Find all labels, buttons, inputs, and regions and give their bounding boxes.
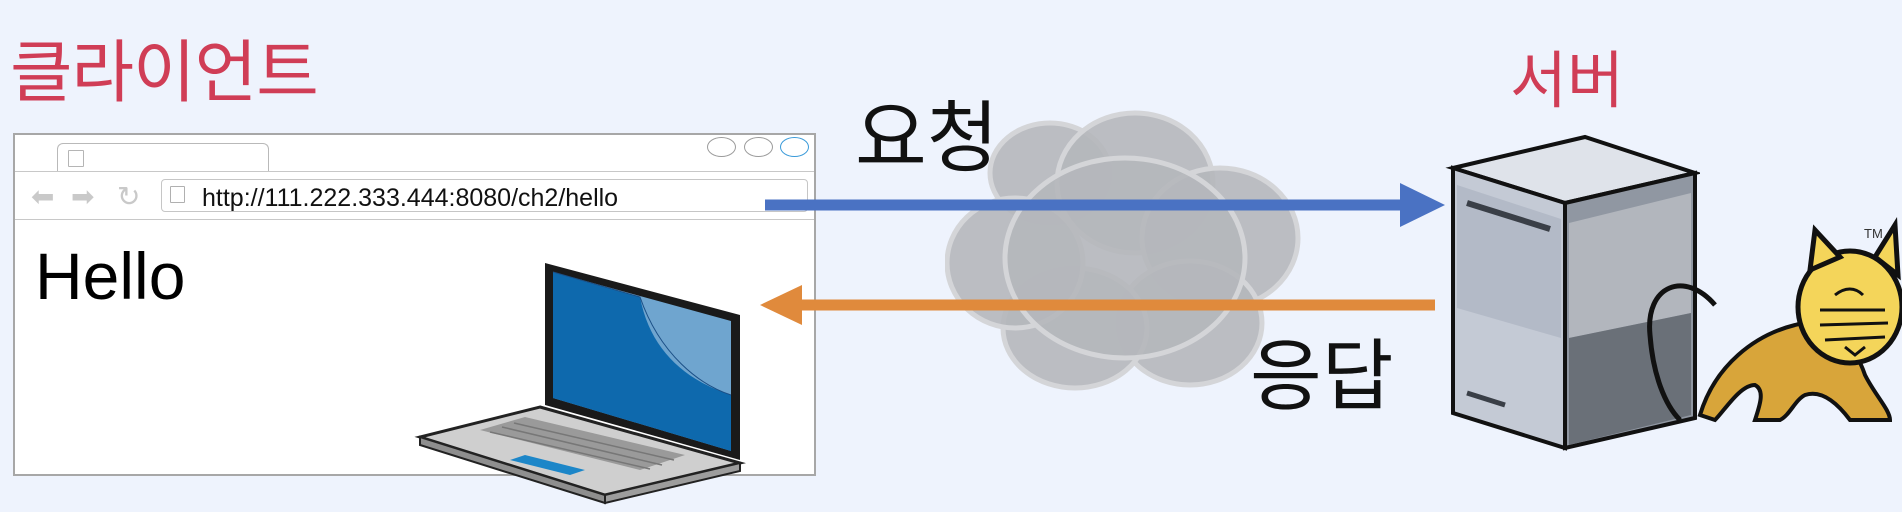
- url-text: http://111.222.333.444:8080/ch2/hello: [202, 184, 619, 212]
- window-button-icon[interactable]: [780, 137, 809, 157]
- laptop-icon: [414, 263, 746, 505]
- server-icon: [1445, 134, 1700, 451]
- response-label: 응답: [1250, 332, 1394, 422]
- window-button-icon[interactable]: [707, 137, 736, 157]
- toolbar-divider: [15, 219, 814, 220]
- forward-arrow-icon[interactable]: ➡: [71, 180, 95, 213]
- page-content-text: Hello: [35, 239, 186, 313]
- request-label: 요청: [855, 94, 999, 184]
- reload-icon[interactable]: ↻: [117, 180, 141, 213]
- response-arrow-head-icon: [760, 285, 802, 325]
- address-bar[interactable]: http://111.222.333.444:8080/ch2/hello: [161, 179, 808, 212]
- page-icon: [68, 150, 84, 167]
- back-arrow-icon[interactable]: ⬅: [31, 180, 55, 213]
- toolbar-divider: [15, 171, 814, 172]
- trademark-text: TM: [1864, 226, 1883, 241]
- client-title: 클라이언트: [10, 34, 319, 113]
- request-arrow-head-icon: [1400, 183, 1445, 227]
- server-title: 서버: [1510, 44, 1625, 117]
- page-icon: [170, 186, 185, 203]
- arrows: [760, 183, 1445, 325]
- window-button-icon[interactable]: [744, 137, 773, 157]
- tomcat-icon: [1647, 217, 1902, 423]
- browser-tab[interactable]: [57, 143, 269, 172]
